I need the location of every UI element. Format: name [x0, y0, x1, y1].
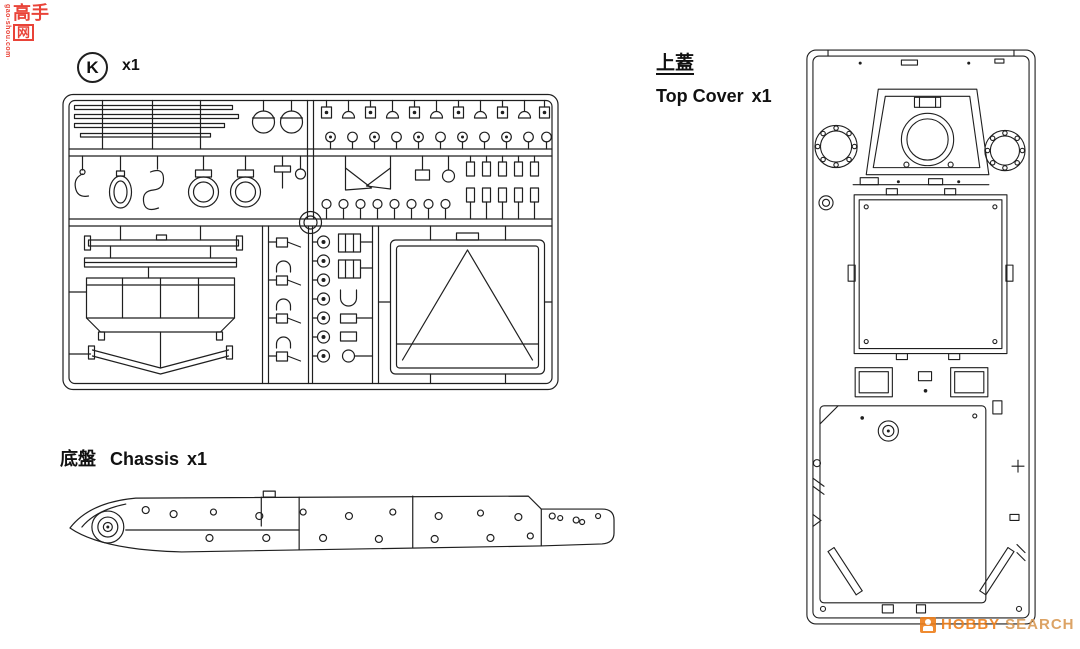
gaoshou-characters: 高手 网 — [13, 4, 49, 62]
top-cover-label-cn: 上蓋 — [656, 53, 695, 74]
sprue-k-quantity: x1 — [122, 57, 140, 74]
chassis-drawing — [69, 490, 615, 553]
gaoshou-watermark-logo: gao-shou.com 高手 网 — [4, 4, 49, 62]
top-cover-drawing — [806, 49, 1036, 625]
sprue-k-letter-badge: K — [77, 52, 108, 83]
top-cover-quantity: x1 — [751, 86, 772, 106]
chassis-label-cn: 底盤 — [60, 449, 96, 469]
chassis-label: 底盤 Chassis x1 — [60, 445, 207, 471]
gaoshou-chars-top: 高手 — [13, 3, 49, 23]
hobbysearch-word1: HOBBY — [941, 616, 1001, 633]
chassis-quantity: x1 — [187, 449, 208, 469]
chassis-label-en: Chassis — [110, 449, 180, 469]
hobbysearch-icon — [920, 616, 936, 633]
sprue-k-drawing — [62, 93, 559, 391]
hobbysearch-word2: SEARCH — [1005, 616, 1075, 633]
gaoshou-chars-boxed: 网 — [13, 24, 35, 41]
sprue-k-letter: K — [86, 57, 99, 77]
gaoshou-url-text: gao-shou.com — [4, 4, 11, 58]
hobbysearch-watermark-logo: HOBBY SEARCH — [920, 616, 1075, 633]
